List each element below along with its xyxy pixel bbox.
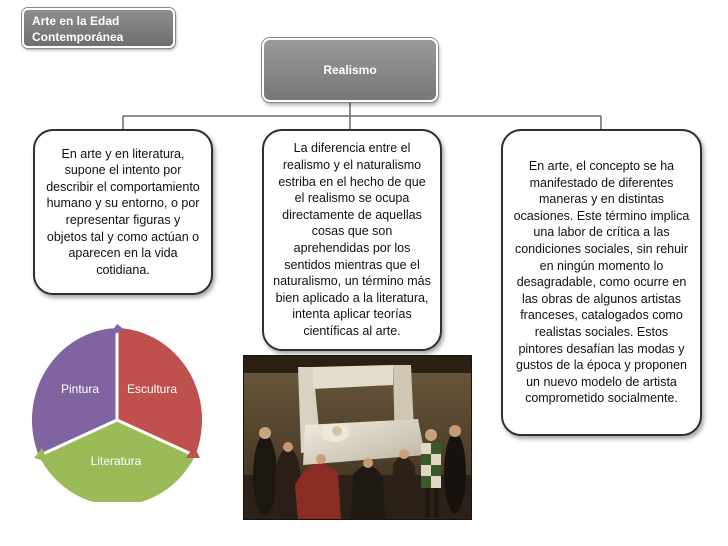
literatura-segment	[39, 420, 195, 502]
definition-card-text: En arte y en literatura, supone el inten…	[46, 146, 200, 277]
social-critique-card: En arte, el concepto se ha manifestado d…	[501, 129, 702, 436]
era-label-text: Arte en la Edad Contemporánea	[32, 14, 124, 44]
arts-cycle-diagram: Escultura Literatura Pintura	[31, 324, 203, 502]
realist-painting-image	[243, 355, 472, 520]
escultura-segment	[117, 328, 203, 456]
literatura-label: Literatura	[91, 454, 142, 468]
definition-card: En arte y en literatura, supone el inten…	[33, 129, 213, 295]
escultura-label: Escultura	[127, 382, 177, 396]
difference-card: La diferencia entre el realismo y el nat…	[262, 129, 442, 351]
social-critique-card-text: En arte, el concepto se ha manifestado d…	[513, 159, 690, 406]
root-node-label: Realismo	[323, 63, 377, 77]
difference-card-text: La diferencia entre el realismo y el nat…	[273, 141, 431, 338]
realismo-root-node: Realismo	[262, 38, 438, 102]
pintura-label: Pintura	[61, 382, 99, 396]
era-label-box: Arte en la Edad Contemporánea	[22, 8, 175, 48]
pintura-segment	[31, 328, 117, 456]
